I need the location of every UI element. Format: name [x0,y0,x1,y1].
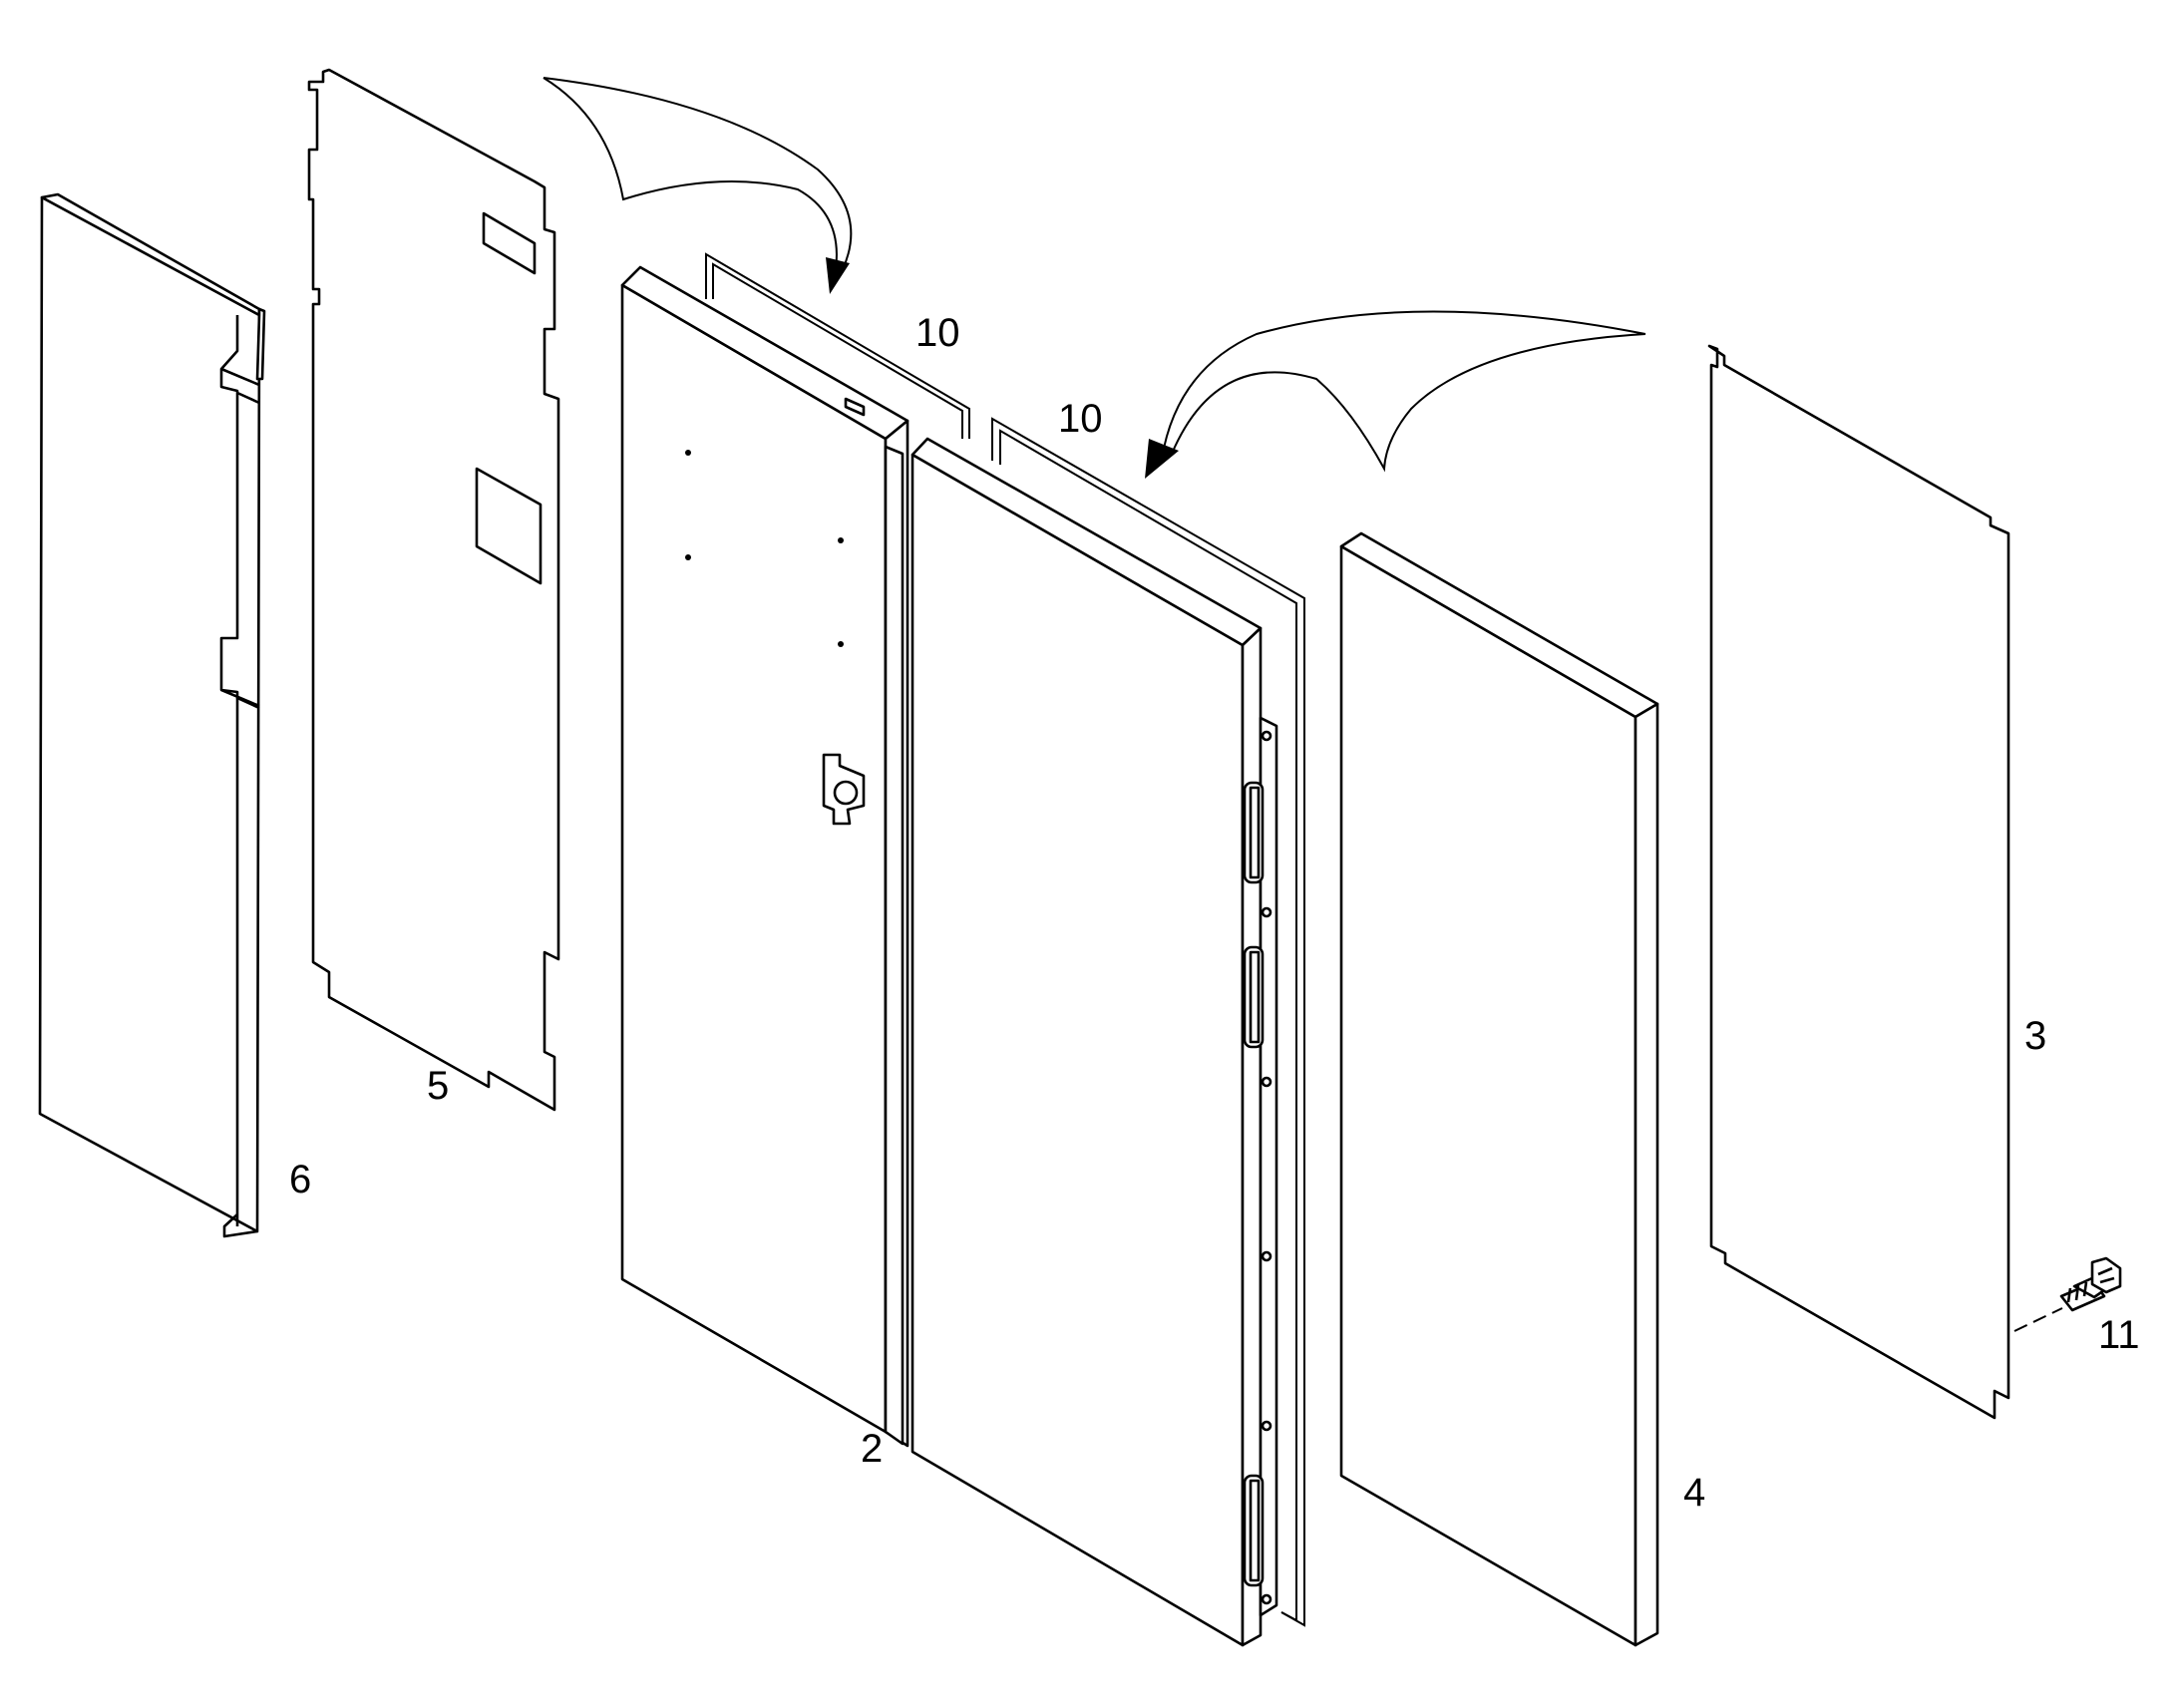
part-5-window-cutout [475,467,543,585]
door-mount-dots [685,450,844,647]
callout-part-10-right: 10 [1058,397,1103,441]
part-5-sheet-panel [307,68,560,1112]
door-hinge-top [1243,781,1265,884]
hinge-rail-holes [1261,730,1272,1605]
callout-part-11: 11 [2098,1313,2140,1357]
part-3-flat-panel [1707,344,2010,1420]
callout-part-10-left: 10 [915,311,960,355]
part-11-hex-screw [2013,1256,2122,1332]
assembly-arrow-right [1145,310,1646,479]
callout-part-5: 5 [427,1064,449,1108]
part-10-gasket-left [705,252,970,439]
door-latch-bracket [822,753,866,826]
part-2-door-assembly [620,265,1278,1647]
door-hinge-bottom [1243,1474,1265,1587]
door-hinge-middle [1243,945,1265,1049]
callout-part-6: 6 [289,1158,311,1201]
callout-part-2: 2 [861,1427,883,1471]
callout-part-4: 4 [1683,1471,1705,1515]
assembly-arrow-left [543,77,853,294]
part-4-thick-panel [1339,531,1659,1647]
part-6-notched-panel [38,192,266,1238]
part-5-slot-cutout [482,211,537,275]
callout-part-3: 3 [2024,1014,2046,1058]
part-10-gasket-right [991,417,1305,1627]
